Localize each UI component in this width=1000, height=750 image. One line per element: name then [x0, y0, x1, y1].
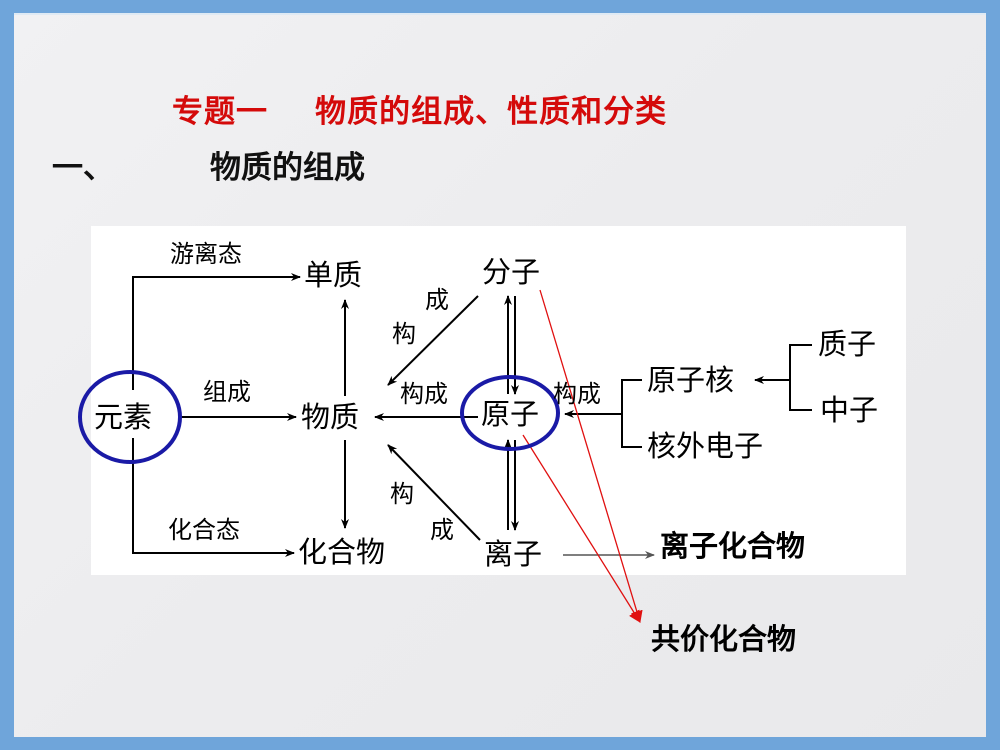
node-proton: 质子 [818, 327, 877, 361]
node-molecule: 分子 [482, 255, 541, 289]
node-element: 元素 [94, 400, 153, 434]
node-atom: 原子 [481, 397, 540, 431]
section-title: 物质的组成 [210, 150, 365, 186]
node-covalent-compound: 共价化合物 [651, 622, 797, 656]
edge-label-molecule-1: 构 [392, 320, 416, 348]
node-nucleus: 原子核 [647, 363, 735, 397]
diagram-panel [91, 226, 906, 575]
element-highlight-circle [78, 370, 182, 464]
node-ion: 离子 [484, 537, 543, 571]
edge-label-free-state: 游离态 [170, 240, 242, 268]
node-substance: 物质 [301, 400, 360, 434]
edge-label-molecule-2: 成 [425, 286, 449, 314]
node-ionic-compound: 离子化合物 [660, 529, 806, 563]
node-compound: 化合物 [298, 535, 386, 569]
edge-label-composes: 组成 [203, 378, 251, 406]
node-neutron: 中子 [820, 393, 879, 427]
edge-label-combined-state: 化合态 [168, 516, 240, 544]
node-simple-substance: 单质 [304, 258, 363, 292]
edge-label-nucleus-atom: 构成 [553, 380, 601, 408]
slide-title: 专题一 物质的组成、性质和分类 [172, 94, 668, 130]
section-heading: 一、 物质的组成 [52, 142, 365, 187]
section-number: 一、 [52, 150, 114, 186]
edge-label-ion-2: 成 [430, 516, 454, 544]
node-electrons: 核外电子 [647, 429, 764, 463]
atom-highlight-circle [460, 375, 560, 451]
edge-label-ion-1: 构 [390, 480, 414, 508]
edge-label-atom-substance: 构成 [400, 380, 448, 408]
